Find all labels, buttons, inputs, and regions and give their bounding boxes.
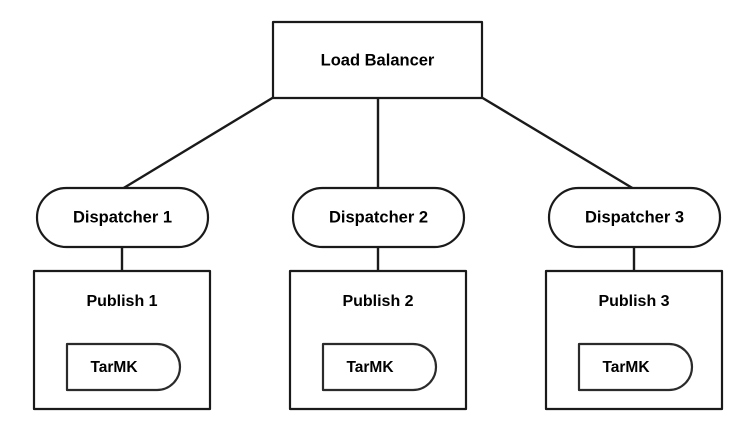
node-publish-1[interactable]: Publish 1 TarMK [32,269,212,411]
connector-lb-to-dispatcher-1 [121,95,275,191]
publish-3-label: Publish 3 [598,293,669,310]
publish-2-tarmk-label: TarMK [346,359,394,376]
publish-1-tarmk-shape [65,342,182,392]
connector-group [120,95,636,271]
dispatcher-1-label: Dispatcher 1 [73,208,172,226]
publish-1-tarmk-label: TarMK [90,359,138,376]
publish-3-tarmk-shape [577,342,694,392]
node-load-balancer[interactable]: Load Balancer [271,20,484,100]
node-publish-2[interactable]: Publish 2 TarMK [288,269,468,411]
publish-2-tarmk-shape [321,342,438,392]
dispatcher-1-shape [35,186,210,249]
publish-2-label: Publish 2 [342,293,413,310]
publish-3-tarmk-label: TarMK [602,359,650,376]
publish-1-label: Publish 1 [86,293,157,310]
dispatcher-2-shape [291,186,466,249]
node-dispatcher-3[interactable]: Dispatcher 3 [547,186,722,249]
load-balancer-label: Load Balancer [321,51,435,69]
load-balancer-box [271,20,484,100]
dispatcher-2-label: Dispatcher 2 [329,208,428,226]
dispatcher-3-label: Dispatcher 3 [585,208,684,226]
node-dispatcher-2[interactable]: Dispatcher 2 [291,186,466,249]
node-publish-3[interactable]: Publish 3 TarMK [544,269,724,411]
dispatcher-3-shape [547,186,722,249]
node-dispatcher-1[interactable]: Dispatcher 1 [35,186,210,249]
connector-lb-to-dispatcher-3 [480,95,635,191]
